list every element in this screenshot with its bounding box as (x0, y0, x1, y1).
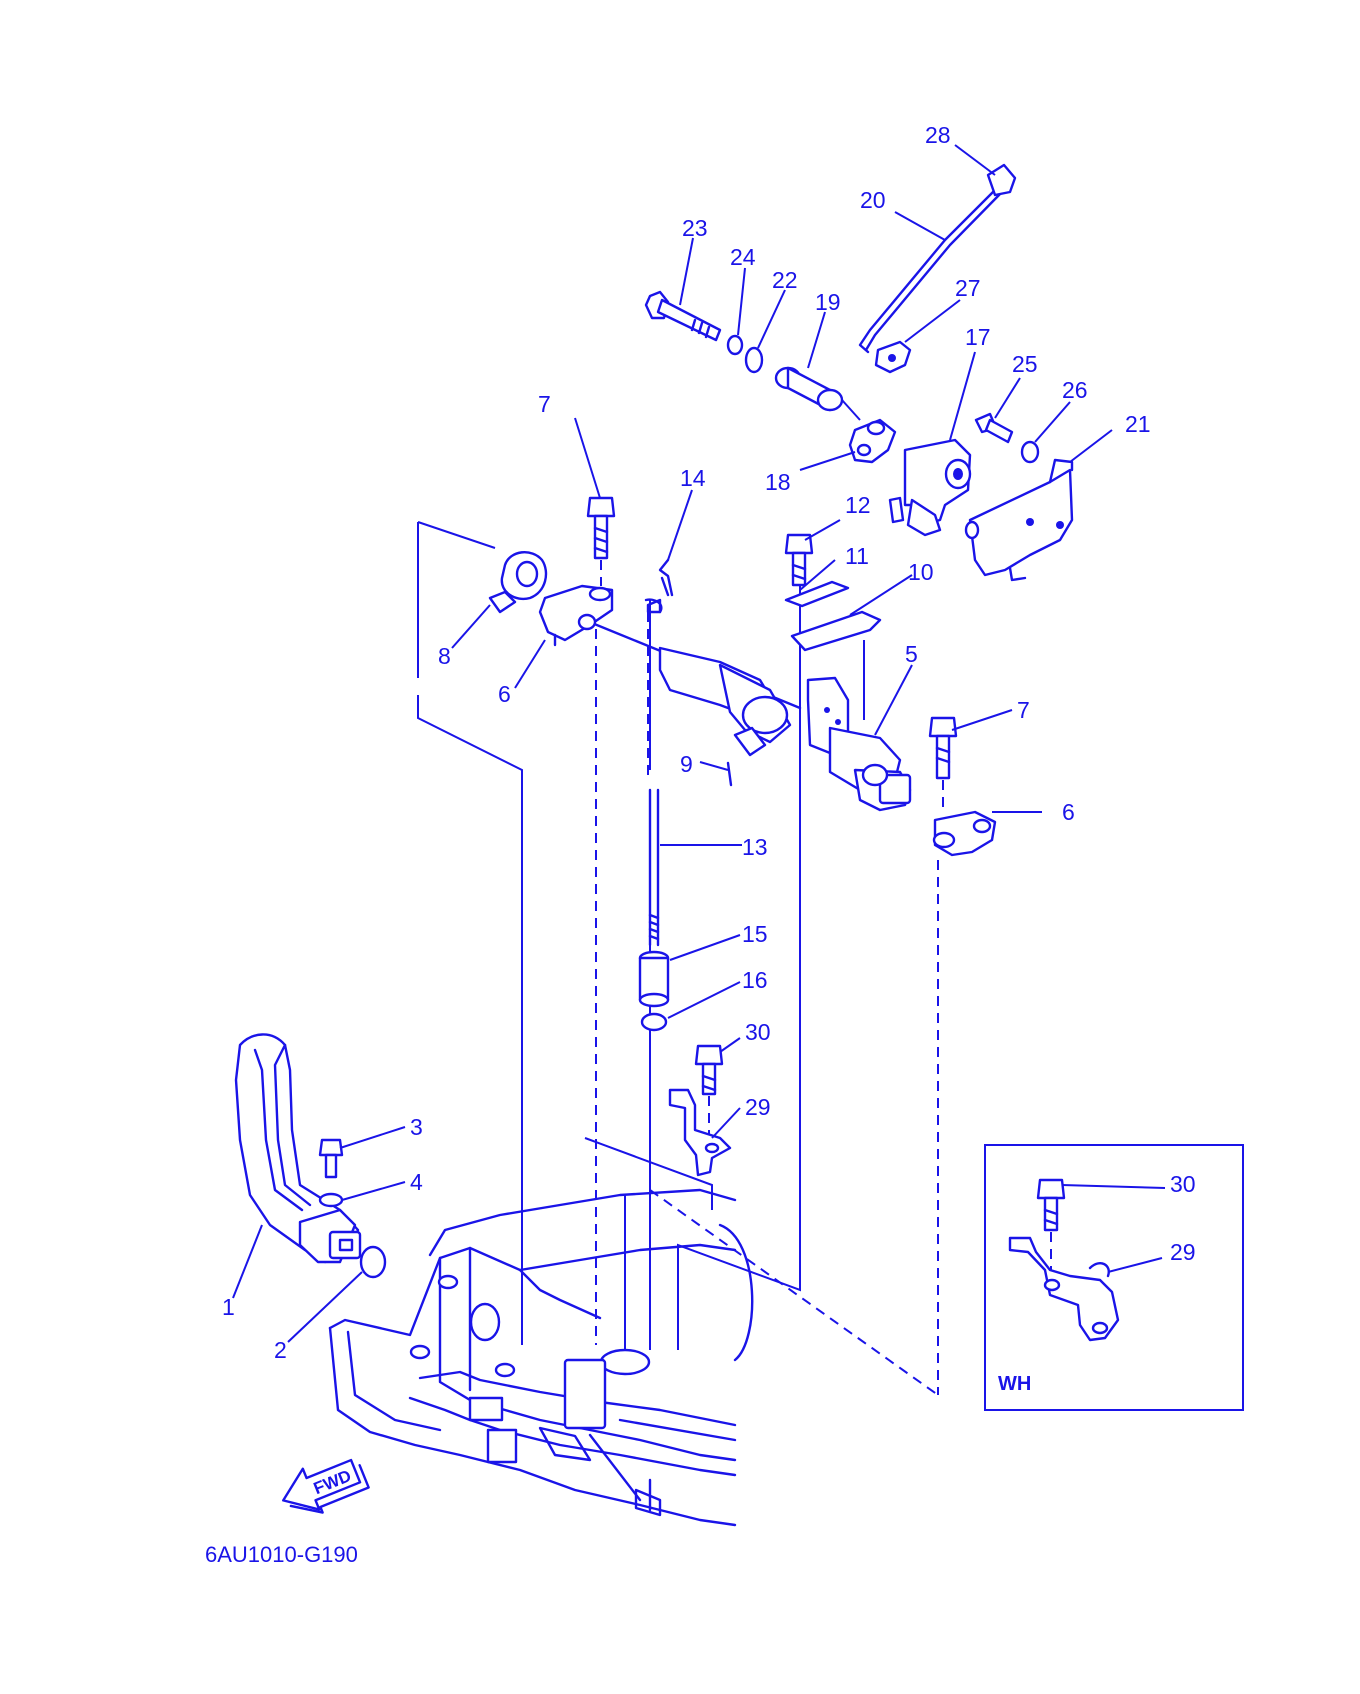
part-11-plate (784, 580, 850, 608)
part-7-bolt-upper (586, 496, 616, 586)
callout-5: 5 (905, 641, 918, 667)
part-22-washer (744, 346, 764, 374)
part-4-washer (318, 1192, 344, 1208)
part-29-bracket (668, 1088, 732, 1177)
fwd-arrow: FWD (282, 1458, 370, 1514)
part-15-joint (638, 950, 670, 1008)
callouts: 1 2 3 4 5 6 6 7 7 8 9 10 11 12 13 14 15 … (222, 122, 1196, 1363)
callout-9: 9 (680, 751, 693, 777)
callout-22: 22 (772, 267, 798, 293)
callout-29-inset: 29 (1170, 1239, 1196, 1265)
part-3-bolt (318, 1138, 344, 1179)
callout-3: 3 (410, 1114, 423, 1140)
inset-label: WH (998, 1373, 1031, 1395)
callout-11: 11 (845, 543, 869, 569)
callout-24: 24 (730, 244, 756, 270)
part-27-clip (874, 340, 912, 374)
callout-4: 4 (410, 1169, 423, 1195)
bottom-cowling (328, 1188, 754, 1527)
part-17-throttle-arm (888, 438, 972, 537)
callout-1: 1 (222, 1294, 235, 1320)
callout-13: 13 (742, 834, 768, 860)
inset-wh (984, 1144, 1244, 1411)
callout-21: 21 (1125, 411, 1151, 437)
part-14-clip (658, 558, 674, 597)
part-10-plate (790, 610, 882, 652)
callout-6-upper: 6 (498, 681, 511, 707)
callout-17: 17 (965, 324, 991, 350)
callout-28: 28 (925, 122, 951, 148)
part-5-throttle-cam (806, 676, 912, 812)
part-6-bracket-upper (538, 584, 614, 647)
part-25-screw (974, 412, 1014, 444)
callout-23: 23 (682, 215, 708, 241)
leader-lines (232, 144, 1166, 1343)
callout-14: 14 (680, 465, 706, 491)
part-24-washer (726, 334, 744, 356)
part-12-screw (784, 533, 814, 587)
callout-18: 18 (765, 469, 791, 495)
drawing-code: 6AU1010-G190 (205, 1542, 358, 1567)
callout-2: 2 (274, 1337, 287, 1363)
part-26-washer (1020, 440, 1040, 464)
part-2-o-ring (359, 1245, 387, 1279)
part-18-lever (848, 418, 897, 464)
callout-7-upper: 7 (538, 391, 551, 417)
callout-15: 15 (742, 921, 768, 947)
callout-6-right: 6 (1062, 799, 1075, 825)
part-6-bracket-right (932, 810, 997, 857)
part-8-collar (488, 551, 548, 614)
part-19-collar (774, 366, 861, 421)
part-28-cap (986, 163, 1017, 197)
callout-8: 8 (438, 643, 451, 669)
callout-19: 19 (815, 289, 841, 315)
callout-27: 27 (955, 275, 981, 301)
callout-25: 25 (1012, 351, 1038, 377)
part-20-rod (858, 183, 1002, 354)
part-30-bolt (694, 1044, 724, 1135)
callout-20: 20 (860, 187, 886, 213)
callout-16: 16 (742, 967, 768, 993)
part-13-link-rod (644, 598, 663, 947)
part-21-bracket (964, 458, 1074, 582)
part-9-pin (726, 761, 733, 787)
part-23-bolt (644, 290, 722, 342)
callout-7-right: 7 (1017, 697, 1030, 723)
callout-26: 26 (1062, 377, 1088, 403)
callout-30: 30 (745, 1019, 771, 1045)
callout-29: 29 (745, 1094, 771, 1120)
part-7-bolt-right (928, 716, 958, 812)
part-16-washer (640, 1012, 668, 1032)
throttle-shaft-assembly (563, 610, 802, 757)
callout-12: 12 (845, 492, 871, 518)
callout-30-inset: 30 (1170, 1171, 1196, 1197)
callout-10: 10 (908, 559, 934, 585)
